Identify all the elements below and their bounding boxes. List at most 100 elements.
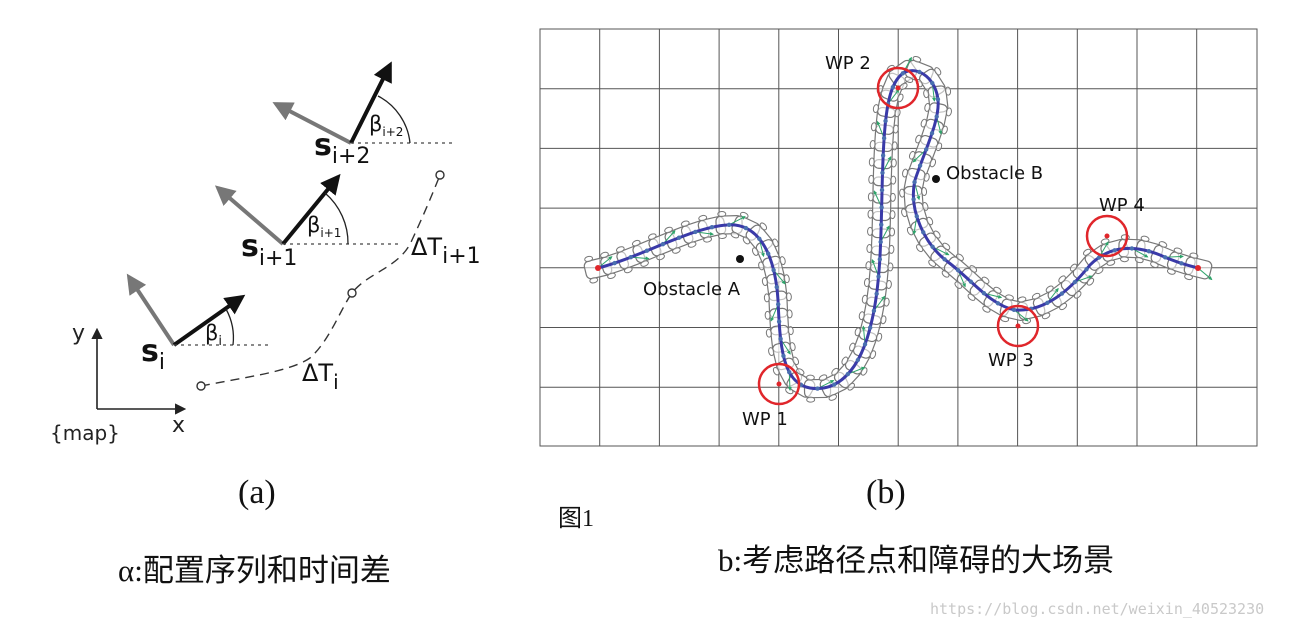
waypoint-2: WP 2 xyxy=(825,53,920,110)
path-pose-dot xyxy=(867,325,873,330)
path-pose-dot xyxy=(1059,291,1065,296)
path-pose-dot xyxy=(876,274,881,279)
path-pose-dot xyxy=(644,248,650,253)
figure-label: 图1 xyxy=(558,506,594,532)
path-pose-dot xyxy=(1146,249,1152,254)
path-pose-dot xyxy=(1045,300,1050,306)
path-pose-dot xyxy=(1072,279,1078,285)
path-pose-dot xyxy=(660,241,666,247)
goal-point xyxy=(1195,265,1201,271)
path-pose-dot xyxy=(917,69,922,75)
time-gap-trajectory xyxy=(196,170,445,391)
path-pose-dot xyxy=(879,187,885,193)
waypoint-label-4: WP 4 xyxy=(1099,195,1145,216)
path-pose-dot xyxy=(881,135,887,141)
angle-label-beta-i-plus-2: βi+2 xyxy=(369,112,403,139)
planned-path xyxy=(597,69,1199,391)
waypoint-label-3: WP 3 xyxy=(988,350,1034,371)
path-pose-dot xyxy=(883,118,888,124)
path-pose-dot xyxy=(1096,255,1102,260)
path-pose-dot xyxy=(676,235,682,240)
path-pose-dot xyxy=(612,260,617,266)
path-pose-dot xyxy=(775,302,781,307)
path-pose-dot xyxy=(995,301,1001,306)
path-pose-dot xyxy=(917,163,923,168)
pose-label-s-i-plus-1: si+1 xyxy=(241,229,297,271)
obstacle-label-a: Obstacle A xyxy=(643,279,741,300)
panel-a: y x {map} xyxy=(50,61,481,445)
path-pose-dot xyxy=(757,236,762,242)
path-pose-dot xyxy=(981,291,987,296)
pose-label-s-i-plus-2: si+2 xyxy=(314,128,370,169)
angle-label-beta-i-plus-1: βi+1 xyxy=(307,213,341,240)
path-pose-dot xyxy=(855,357,861,363)
path-pose-dot xyxy=(1011,307,1017,312)
trajectory-node xyxy=(196,381,206,391)
path-pose-dot xyxy=(942,257,947,262)
path-pose-dot xyxy=(776,319,782,324)
velocity-arrow xyxy=(1197,267,1213,281)
path-pose-dot xyxy=(877,257,883,262)
path-pose-dot xyxy=(831,382,837,387)
pose-label-s-i: si xyxy=(141,334,165,375)
path-pose-dot xyxy=(878,239,883,245)
path-pose-dot xyxy=(1162,255,1168,260)
obstacle-b: Obstacle B xyxy=(932,163,1043,184)
start-point xyxy=(595,265,601,271)
time-gap-label-i-plus-1: ΔTi+1 xyxy=(411,233,481,269)
path-pose-dot xyxy=(930,80,935,86)
path-pose-dot xyxy=(765,251,771,256)
obstacle-label-b: Obstacle B xyxy=(946,163,1043,184)
subfigure-label-b: (b) xyxy=(866,474,906,511)
path-pose-dot xyxy=(862,342,868,347)
path-pose-dot xyxy=(968,279,974,284)
path-pose-dot xyxy=(781,353,786,359)
waypoint-4: WP 4 xyxy=(1085,195,1145,258)
path-pose-dot xyxy=(743,225,749,231)
axis-y-label: y xyxy=(72,321,85,346)
path-pose-dot xyxy=(929,130,935,136)
path-pose-dot xyxy=(879,222,884,227)
map-axes: y x {map} xyxy=(50,321,187,445)
path-pose-dot xyxy=(815,386,820,391)
obstacle-a: Obstacle A xyxy=(643,255,744,300)
trajectory-node xyxy=(435,170,445,180)
time-gap-label-i: ΔTi xyxy=(302,359,339,394)
path-pose-dot xyxy=(921,230,926,235)
path-pose-dot xyxy=(879,205,884,210)
path-pose-dot xyxy=(871,308,877,314)
path-pose-dot xyxy=(930,244,935,250)
waypoint-label-1: WP 1 xyxy=(742,409,788,430)
path-pose-dot xyxy=(911,197,916,202)
path-poses xyxy=(595,69,1201,391)
path-pose-dot xyxy=(778,336,783,342)
path-pose-dot xyxy=(1112,248,1117,253)
path-pose-dot xyxy=(628,254,634,260)
path-pose-dot xyxy=(1084,267,1089,272)
panel-b: WP 1 WP 2 WP 3 WP 4 Obstacle A Obstacle … xyxy=(539,28,1258,447)
subfigure-label-a: (a) xyxy=(238,474,276,511)
waypoint-3: WP 3 xyxy=(988,304,1040,371)
velocity-arrow xyxy=(1013,309,1029,322)
pose-s-i-plus-1 xyxy=(214,173,398,246)
axis-x-label: x xyxy=(172,413,185,438)
path-pose-dot xyxy=(935,97,941,102)
path-pose-dot xyxy=(787,369,792,375)
path-pose-dot xyxy=(914,214,919,219)
path-pose-dot xyxy=(900,71,906,76)
path-pose-dot xyxy=(934,114,939,119)
caption-a: α:配置序列和时间差 xyxy=(118,553,391,588)
path-pose-dot xyxy=(890,85,896,90)
path-pose-dot xyxy=(912,179,917,185)
path-pose-dot xyxy=(771,267,776,273)
map-frame-label: {map} xyxy=(50,421,120,445)
path-pose-dot xyxy=(923,147,929,152)
path-pose-dot xyxy=(880,153,886,158)
angle-label-beta-i: βi xyxy=(205,321,222,349)
caption-b: b:考虑路径点和障碍的大场景 xyxy=(718,543,1115,578)
path-pose-dot xyxy=(709,225,715,230)
path-pose-dot xyxy=(726,222,732,228)
path-pose-dot xyxy=(874,291,879,296)
path-pose-dot xyxy=(880,170,885,175)
